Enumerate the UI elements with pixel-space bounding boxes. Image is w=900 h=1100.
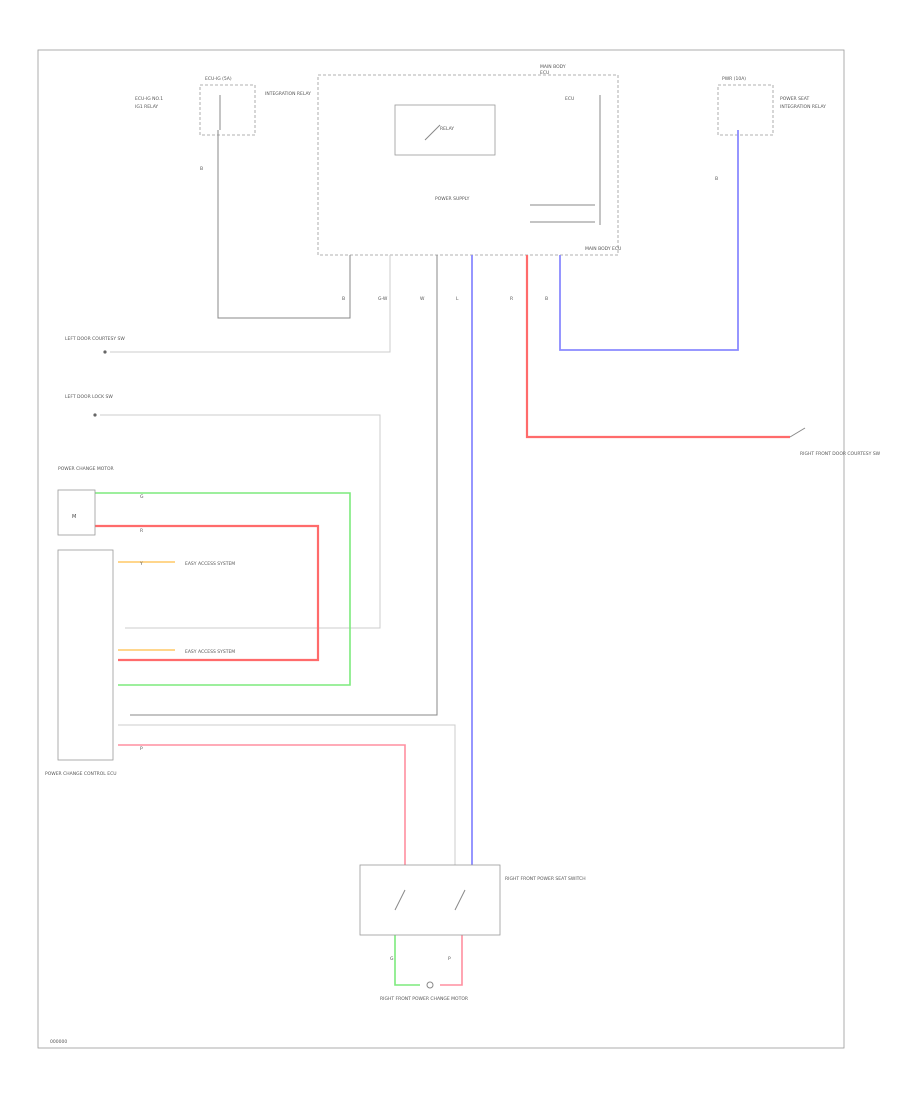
- fuse-left-sub: IG1 RELAY: [135, 104, 158, 110]
- fuse-left-desc: ECU-IG NO.1: [135, 96, 163, 102]
- left-power-change-motor: POWER CHANGE MOTOR M: [57, 466, 114, 536]
- left-door-lock-sw: LEFT DOOR LOCK SW: [65, 394, 113, 417]
- wire-blue-right-fuse: [559, 130, 739, 351]
- seat-switch-contact-2: [454, 889, 466, 911]
- left-door-courtesy-sw: LEFT DOOR COURTESY SW: [65, 336, 125, 354]
- motor-left-symbol: M: [72, 514, 76, 520]
- seat-switch-label: RIGHT FRONT POWER SEAT SWITCH: [505, 876, 586, 882]
- wire-green-loop: [95, 492, 351, 686]
- wire-fuse-left-to-jb: [217, 130, 351, 319]
- ecu-left-label: POWER CHANGE CONTROL ECU: [45, 771, 117, 777]
- wire-red-courtesy: [525, 255, 790, 439]
- wire-code-r: R: [510, 296, 513, 302]
- jb-ecu-label: ECU: [565, 96, 574, 102]
- courtesy-left-contact: [103, 350, 107, 354]
- wire-light-switch: [118, 724, 456, 865]
- fuse-block-right: PWR (10A) POWER SEAT INTEGRATION RELAY B: [715, 76, 826, 182]
- jb-title: MAIN BODY: [540, 64, 566, 70]
- jb-sub: ECU: [540, 70, 549, 76]
- seat-switch-box: [359, 864, 501, 936]
- power-supply-label: POWER SUPPLY: [435, 196, 470, 202]
- motor-right-label: RIGHT FRONT POWER CHANGE MOTOR: [380, 996, 468, 1002]
- lock-left-contact: [93, 413, 97, 417]
- easy-access-label-2: EASY ACCESS SYSTEM: [185, 649, 235, 655]
- wire-pink-motor: [440, 935, 463, 986]
- lock-left-label: LEFT DOOR LOCK SW: [65, 394, 113, 400]
- right-front-power-change-motor: RIGHT FRONT POWER CHANGE MOTOR: [380, 981, 468, 1002]
- motor-left-label: POWER CHANGE MOTOR: [58, 466, 114, 472]
- wire-gray-jb-ecu: [130, 255, 438, 716]
- jb-relay-contact: [424, 124, 441, 141]
- wire-green-motor: [394, 935, 420, 986]
- left-power-change-ecu: POWER CHANGE CONTROL ECU: [45, 549, 117, 777]
- fuse-block-left: ECU-IG (5A) ECU-IG NO.1 IG1 RELAY INTEGR…: [135, 76, 311, 172]
- courtesy-right-contact: [789, 427, 806, 438]
- wire-code-r2: R: [140, 528, 143, 534]
- right-front-courtesy-sw: RIGHT FRONT DOOR COURTESY SW: [789, 427, 881, 457]
- jb-relay-label: RELAY: [440, 126, 454, 132]
- diagram-frame: [37, 49, 845, 1049]
- motor-right-symbol: [426, 981, 434, 989]
- wire-label-b-right: B: [715, 176, 718, 182]
- courtesy-right-label: RIGHT FRONT DOOR COURTESY SW: [800, 451, 881, 457]
- wire-code-g2: G: [390, 956, 394, 962]
- wire-code-b2: B: [545, 296, 548, 302]
- fuse-right-desc: POWER SEAT: [780, 96, 810, 102]
- wire-courtesy-left: [110, 255, 391, 353]
- wire-code-y: Y: [139, 561, 143, 567]
- fuse-right-sub: INTEGRATION RELAY: [780, 104, 826, 110]
- wire-red-loop: [95, 524, 320, 662]
- motor-left-box: [57, 489, 96, 536]
- fuse-left-label: ECU-IG (5A): [205, 76, 232, 82]
- right-front-power-seat-switch: RIGHT FRONT POWER SEAT SWITCH: [359, 864, 586, 936]
- wire-code-g: G: [140, 494, 144, 500]
- fuse-right-label: PWR (10A): [722, 76, 746, 82]
- main-body-ecu-label: MAIN BODY ECU: [585, 246, 621, 252]
- fuse-block-right-box: [717, 84, 774, 136]
- courtesy-left-label: LEFT DOOR COURTESY SW: [65, 336, 125, 342]
- wire-code-gw: G-W: [378, 296, 388, 302]
- wire-label-b-left: B: [200, 166, 203, 172]
- wire-code-l: L: [456, 296, 459, 302]
- footer-code: 000000: [50, 1039, 67, 1045]
- fuse-block-left-box: [199, 84, 256, 136]
- junction-box: MAIN BODY ECU RELAY ECU POWER SUPPLY MAI…: [317, 64, 621, 256]
- jb-relay-box: [394, 104, 496, 156]
- ecu-left-box: [57, 549, 114, 761]
- wire-code-w: W: [420, 296, 425, 302]
- wire-pink-switch: [118, 744, 406, 865]
- wire-code-p2: P: [448, 956, 451, 962]
- wire-code-p: P: [140, 746, 143, 752]
- easy-access-label-1: EASY ACCESS SYSTEM: [185, 561, 235, 567]
- seat-switch-contact-1: [394, 889, 406, 911]
- junction-box-outline: [317, 74, 619, 256]
- fuse-left-sub2: INTEGRATION RELAY: [265, 91, 311, 97]
- wire-lock-left: [100, 414, 381, 629]
- wire-code-b: B: [342, 296, 345, 302]
